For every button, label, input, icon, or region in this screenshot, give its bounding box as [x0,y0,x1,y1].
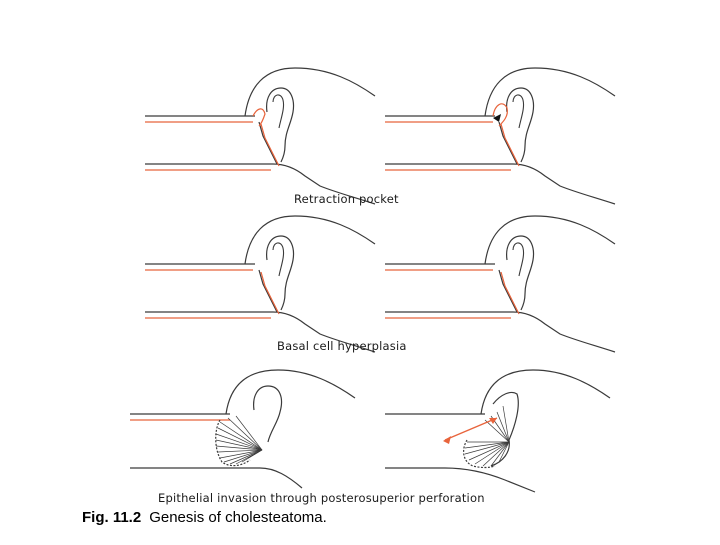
arrowhead-icon [443,436,451,444]
caption-epithelial-invasion: Epithelial invasion through posterosuper… [158,491,485,505]
panel-2-left [144,215,376,353]
invasion-arrow [444,417,498,441]
arrowhead-icon [493,114,501,122]
panel-3-right [385,369,611,493]
figure-number: Fig. 11.2 [82,509,142,526]
figure-caption: Fig. 11.2 Genesis of cholesteatoma. [82,509,327,526]
panel-2-right [384,215,616,353]
panel-3-left [130,369,356,489]
caption-retraction-pocket: Retraction pocket [294,192,399,206]
panel-1-left [144,67,376,205]
caption-basal-cell-hyperplasia: Basal cell hyperplasia [277,339,407,353]
figure-title: Genesis of cholesteatoma. [149,509,327,526]
panel-1-right [384,67,616,205]
arrowhead-icon [489,418,497,424]
